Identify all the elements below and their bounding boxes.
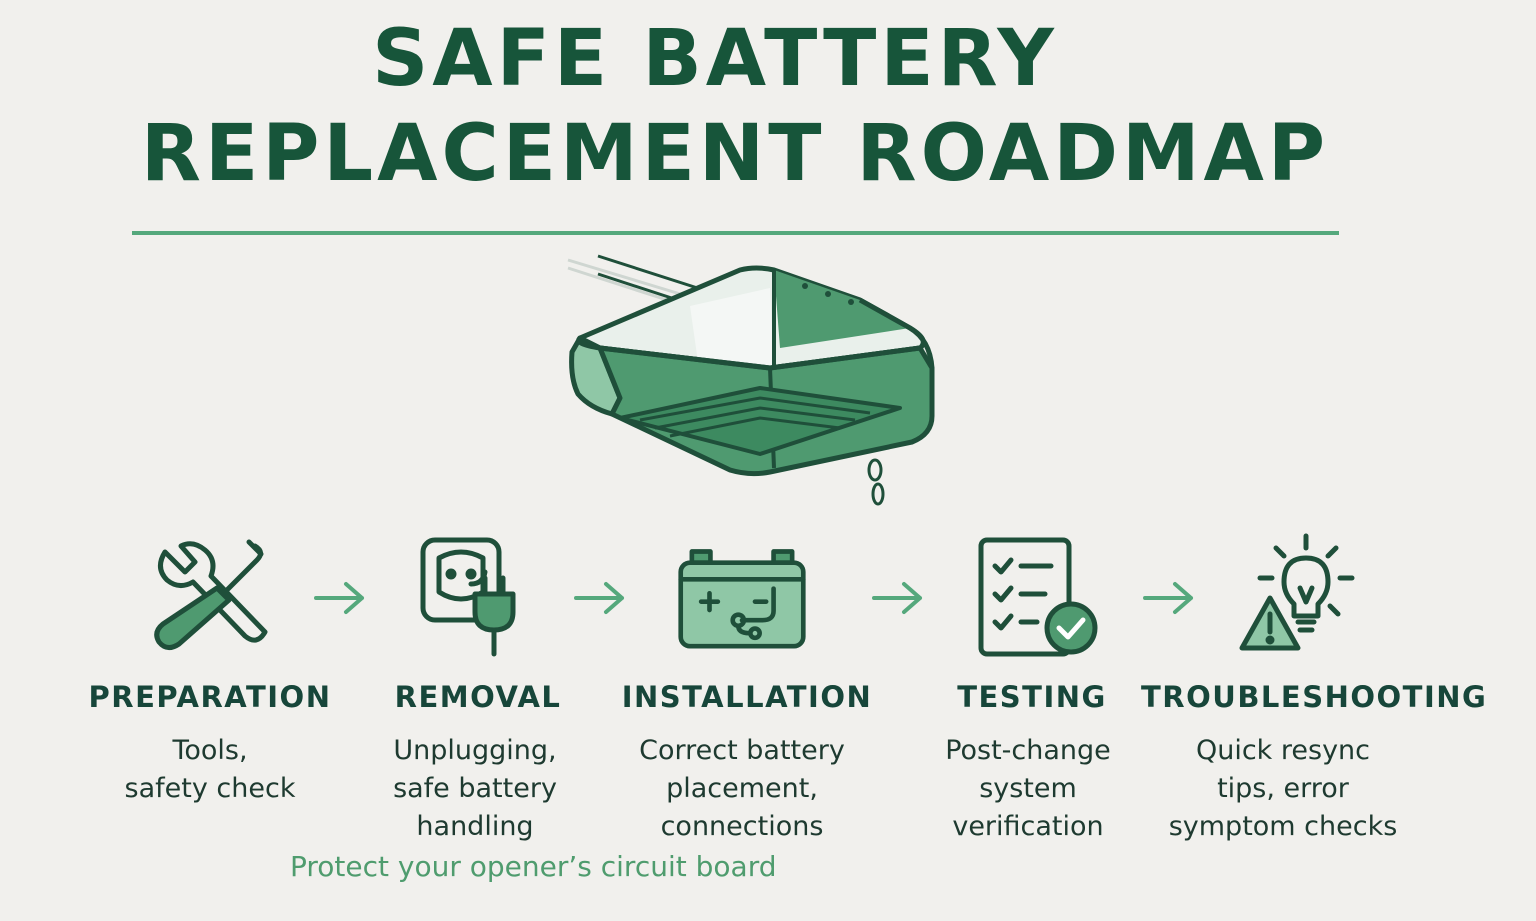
- warning-lightbulb-icon: [1239, 533, 1355, 651]
- step-title-testing: TESTING: [957, 680, 1107, 714]
- step-desc-line: Unplugging,: [393, 735, 557, 766]
- tools-icon: [154, 539, 268, 650]
- step-desc-line: verification: [952, 811, 1104, 842]
- garage-door-opener-icon: [567, 254, 935, 506]
- step-desc-line: safe battery: [393, 773, 557, 804]
- step-desc-line: handling: [416, 811, 534, 842]
- step-desc-line: Correct battery: [639, 735, 845, 766]
- step-desc-line: tips, error: [1217, 773, 1349, 804]
- step-desc-line: placement,: [666, 773, 818, 804]
- checklist-icon: [978, 537, 1098, 657]
- step-desc-line: Post-change: [945, 735, 1111, 766]
- page-title-line-1: SAFE BATTERY: [372, 14, 1058, 104]
- step-title-preparation: PREPARATION: [88, 680, 332, 714]
- step-desc-troubleshooting: Quick resync tips, error symptom checks: [1153, 732, 1413, 846]
- step-desc-installation: Correct battery placement, connections: [612, 732, 872, 846]
- step-desc-testing: Post-change system verification: [898, 732, 1158, 846]
- unplug-icon: [420, 537, 516, 657]
- arrow-right-icon: [314, 582, 364, 614]
- step-desc-line: connections: [660, 811, 824, 842]
- step-title-removal: REMOVAL: [394, 680, 562, 714]
- step-title-troubleshooting: TROUBLESHOOTING: [1141, 680, 1488, 714]
- step-desc-line: Quick resync: [1195, 735, 1371, 766]
- arrow-right-icon: [1143, 582, 1193, 614]
- page-title-line-2: REPLACEMENT ROADMAP: [140, 109, 1330, 199]
- step-desc-line: safety check: [124, 773, 296, 804]
- step-desc-line: system: [979, 773, 1077, 804]
- step-desc-preparation: Tools, safety check: [80, 732, 340, 808]
- battery-icon: [678, 549, 806, 649]
- step-desc-line: Tools,: [172, 735, 248, 766]
- arrow-right-icon: [574, 582, 624, 614]
- step-title-installation: INSTALLATION: [621, 680, 873, 714]
- step-desc-removal: Unplugging, safe battery handling: [345, 732, 605, 846]
- arrow-right-icon: [872, 582, 922, 614]
- footnote: Protect your opener’s circuit board: [290, 850, 777, 883]
- step-desc-line: symptom checks: [1168, 811, 1398, 842]
- title-divider: [132, 231, 1339, 235]
